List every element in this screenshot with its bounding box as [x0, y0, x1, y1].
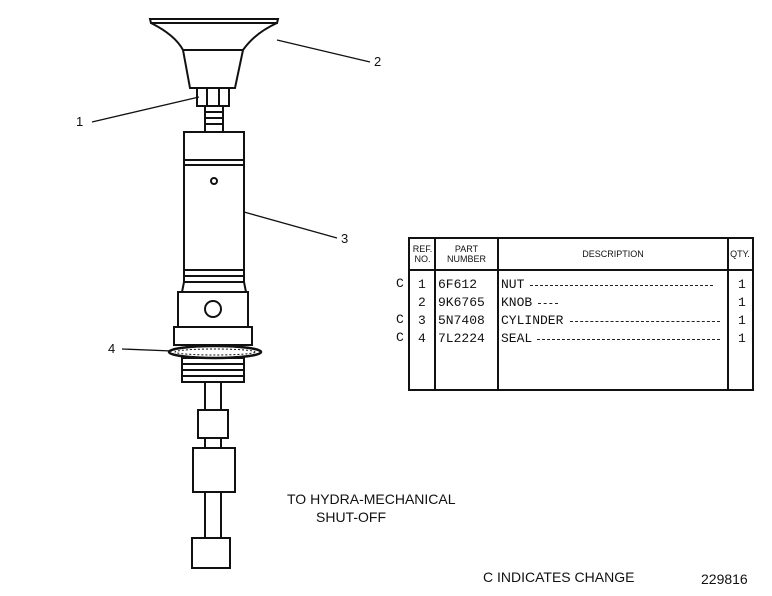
- ref-no-cell: 2: [418, 295, 426, 310]
- ref-no-cell: 4: [418, 331, 426, 346]
- description-cell: CYLINDER: [501, 313, 564, 328]
- description-cell: NUT: [501, 277, 525, 292]
- leader-dashes: [570, 321, 720, 322]
- table-row: 2 9K6765 KNOB 1: [410, 294, 752, 312]
- header-description-text: DESCRIPTION: [582, 249, 644, 259]
- column-divider: [497, 239, 499, 389]
- change-marker-row-4: C: [396, 330, 404, 345]
- header-ref-no: REF. NO.: [410, 239, 435, 271]
- callout-label-2: 2: [374, 54, 382, 69]
- table-row: 3 5N7408 CYLINDER 1: [410, 312, 752, 330]
- header-part-line2: NUMBER: [446, 254, 486, 264]
- header-part-line1: PART: [454, 244, 479, 254]
- linkage-rod: [191, 381, 236, 569]
- qty-cell: 1: [738, 331, 746, 346]
- hex-body: [173, 291, 253, 346]
- header-qty-text: QTY.: [730, 249, 750, 259]
- change-note: C INDICATES CHANGE: [483, 569, 635, 585]
- part-number-cell: 9K6765: [438, 295, 485, 310]
- change-marker-row-3: C: [396, 312, 404, 327]
- change-marker-row-1: C: [396, 276, 404, 291]
- illustration-number: 229816: [701, 571, 748, 587]
- callout-leaders: [91, 39, 371, 352]
- threaded-base: [181, 357, 245, 383]
- table-row: 4 7L2224 SEAL 1: [410, 330, 752, 348]
- header-description: DESCRIPTION: [498, 239, 728, 271]
- table-row: 1 6F612 NUT 1: [410, 276, 752, 294]
- callout-label-4: 4: [108, 341, 116, 356]
- knob-part-2: [148, 18, 280, 89]
- qty-cell: 1: [738, 277, 746, 292]
- part-number-cell: 7L2224: [438, 331, 485, 346]
- parts-table: REF. NO. PART NUMBER DESCRIPTION QTY. 1 …: [408, 237, 754, 391]
- caption-line-1: TO HYDRA-MECHANICAL: [287, 491, 456, 507]
- upper-stem: [204, 105, 224, 133]
- qty-cell: 1: [738, 313, 746, 328]
- leader-dashes: [530, 285, 713, 286]
- nut-part-1: [196, 87, 230, 107]
- leader-dashes: [538, 303, 558, 304]
- cylinder-part-3: [180, 131, 248, 293]
- ref-no-cell: 1: [418, 277, 426, 292]
- seal-part-4: [167, 344, 263, 360]
- callout-label-1: 1: [76, 114, 84, 129]
- part-number-cell: 6F612: [438, 277, 478, 292]
- column-divider: [434, 239, 436, 389]
- description-cell: SEAL: [501, 331, 533, 346]
- description-cell: KNOB: [501, 295, 533, 310]
- callout-label-3: 3: [341, 231, 349, 246]
- header-part-number: PART NUMBER: [435, 239, 498, 271]
- leader-dashes: [537, 339, 720, 340]
- header-ref-line1: REF.: [412, 244, 433, 254]
- header-ref-line2: NO.: [414, 254, 431, 264]
- part-number-cell: 5N7408: [438, 313, 485, 328]
- ref-no-cell: 3: [418, 313, 426, 328]
- header-qty: QTY.: [728, 239, 752, 271]
- caption-line-2: SHUT-OFF: [316, 509, 386, 525]
- column-divider: [727, 239, 729, 389]
- qty-cell: 1: [738, 295, 746, 310]
